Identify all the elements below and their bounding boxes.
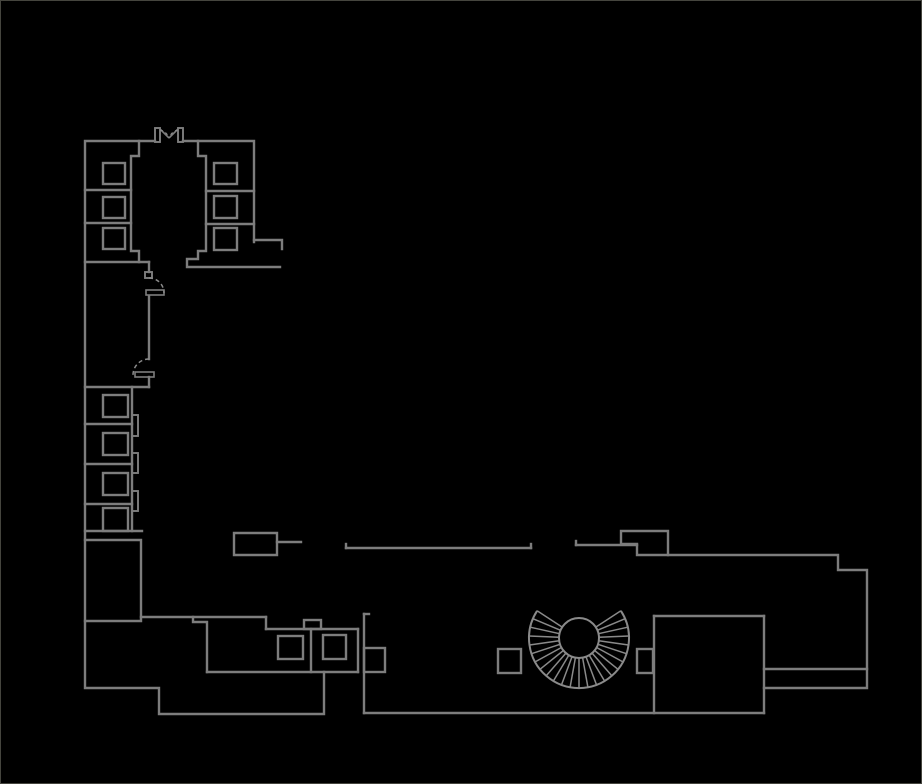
wall-segment (129, 139, 141, 264)
door-jamb (144, 271, 153, 279)
stair-tread (569, 657, 577, 688)
stair-inner-circle (558, 617, 600, 659)
closet-square (101, 471, 130, 497)
stair-tread (598, 635, 630, 638)
closet-square (101, 161, 127, 186)
spiral-stair (528, 610, 630, 689)
stair-tread (594, 649, 619, 670)
wall-segment (666, 553, 869, 690)
stair-tread (596, 646, 624, 663)
fixture-square (496, 647, 523, 675)
stair-tread (560, 656, 573, 686)
stair-tread (588, 654, 606, 682)
stair-tread (528, 635, 560, 638)
closet-square (212, 194, 239, 220)
fixture-square (635, 647, 655, 675)
door-jamb (177, 127, 184, 143)
closet-square (101, 506, 130, 533)
closet-square (212, 161, 239, 186)
closet-square (212, 226, 239, 252)
stair-tread (529, 640, 560, 646)
wall-stub-rect (302, 618, 323, 631)
stair-tread (585, 656, 598, 686)
door-swing-arc (148, 277, 165, 294)
stair-tread (534, 646, 562, 663)
door-leaf (145, 289, 165, 296)
door-jamb (154, 127, 161, 143)
closet-square (101, 195, 127, 220)
stair-tread (591, 652, 613, 677)
stair-tread (595, 610, 622, 628)
stair-tread (598, 640, 629, 646)
stair-tread (597, 643, 627, 655)
wall-segment (181, 139, 256, 244)
walls-layer (83, 139, 869, 716)
doors-layer (131, 127, 184, 512)
door-jamb (131, 452, 139, 474)
double-door-swing-arc (168, 129, 179, 139)
stair-tread (545, 652, 567, 677)
door-jamb (131, 490, 139, 512)
fixture-square (321, 633, 348, 661)
door-jamb (131, 452, 139, 474)
stair-tread (530, 626, 560, 635)
stair-tread (536, 610, 563, 628)
wall-segment (232, 531, 279, 557)
wall-segment (619, 529, 670, 557)
stair-tread (531, 643, 561, 655)
stair-tread (581, 657, 589, 688)
stair-tread (539, 649, 564, 670)
wall-segment (83, 139, 326, 716)
closet-square (101, 431, 130, 457)
stair-tread (552, 654, 570, 682)
wall-segment (185, 139, 282, 269)
closet-square (101, 226, 127, 251)
wall-segment (252, 238, 284, 251)
door-jamb (131, 414, 139, 437)
fixture-square (276, 634, 305, 661)
door-leaf (134, 371, 155, 378)
closet-square (101, 393, 130, 419)
fixtures-layer (101, 127, 655, 675)
door-jamb (131, 490, 139, 512)
stair-tread (532, 618, 561, 631)
stair-tread (598, 626, 628, 635)
door-jamb (144, 271, 153, 279)
stair-tread (597, 618, 626, 631)
wall-segment (83, 538, 143, 623)
door-swing-arc (132, 358, 150, 376)
door-jamb (131, 414, 139, 437)
wall-segment (191, 615, 209, 674)
fixture-square (362, 646, 387, 674)
